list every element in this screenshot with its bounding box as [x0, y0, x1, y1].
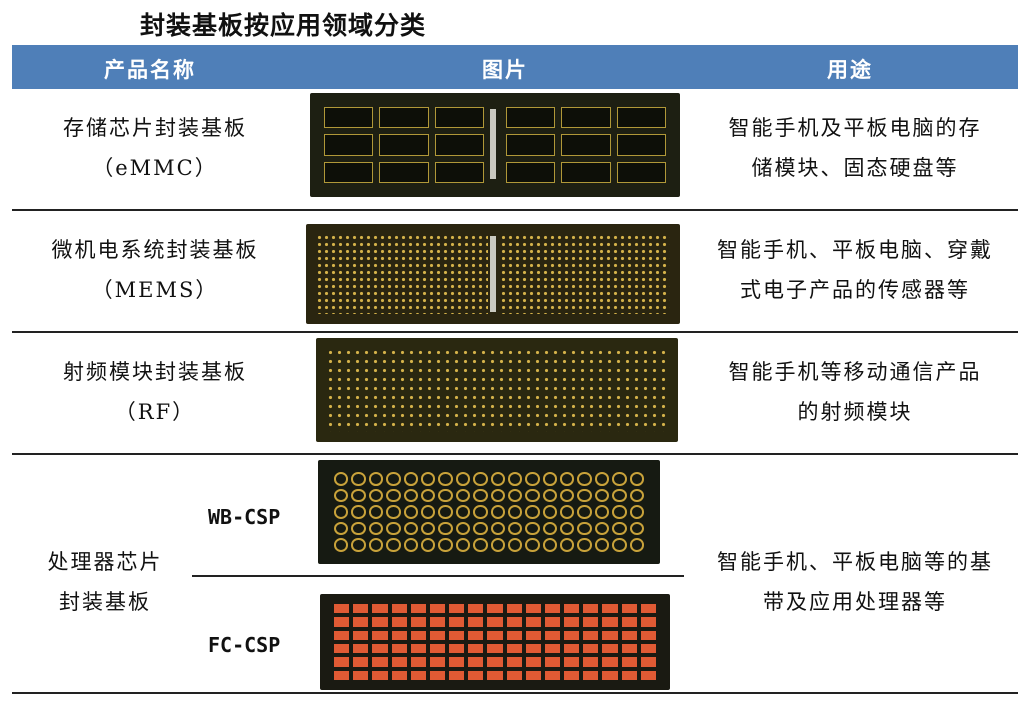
wb-csp-label: WB-CSP — [208, 505, 281, 529]
mems-board-image — [306, 224, 680, 324]
row-processor-usage: 智能手机、平板电脑等的基 带及应用处理器等 — [717, 550, 993, 614]
row-divider — [12, 692, 1018, 694]
fc-csp-board-image — [320, 594, 670, 690]
header-usage: 用途 — [827, 58, 873, 82]
row-rf-usage: 智能手机等移动通信产品 的射频模块 — [728, 360, 982, 424]
table-title: 封装基板按应用领域分类 — [140, 11, 427, 40]
row-divider — [12, 209, 1018, 211]
fc-csp-label: FC-CSP — [208, 633, 281, 657]
rf-board-image — [316, 338, 678, 442]
row-processor-name: 处理器芯片 封装基板 — [47, 550, 163, 614]
table-header: 产品名称 图片 用途 — [12, 45, 1018, 89]
row-rf-name: 射频模块封装基板 （RF） — [63, 360, 247, 424]
wb-csp-board-image — [318, 460, 660, 564]
header-image: 图片 — [482, 58, 528, 82]
row-divider — [12, 453, 1018, 455]
emmc-board-image — [310, 93, 680, 197]
row-mems-usage: 智能手机、平板电脑、穿戴 式电子产品的传感器等 — [717, 238, 993, 302]
row-mems-name: 微机电系统封装基板 （MEMS） — [51, 238, 259, 302]
row-emmc-name: 存储芯片封装基板 （eMMC） — [63, 116, 247, 180]
sub-row-divider — [192, 575, 684, 577]
row-divider — [12, 331, 1018, 333]
header-product-name: 产品名称 — [104, 58, 196, 82]
row-emmc-usage: 智能手机及平板电脑的存 储模块、固态硬盘等 — [728, 116, 982, 180]
